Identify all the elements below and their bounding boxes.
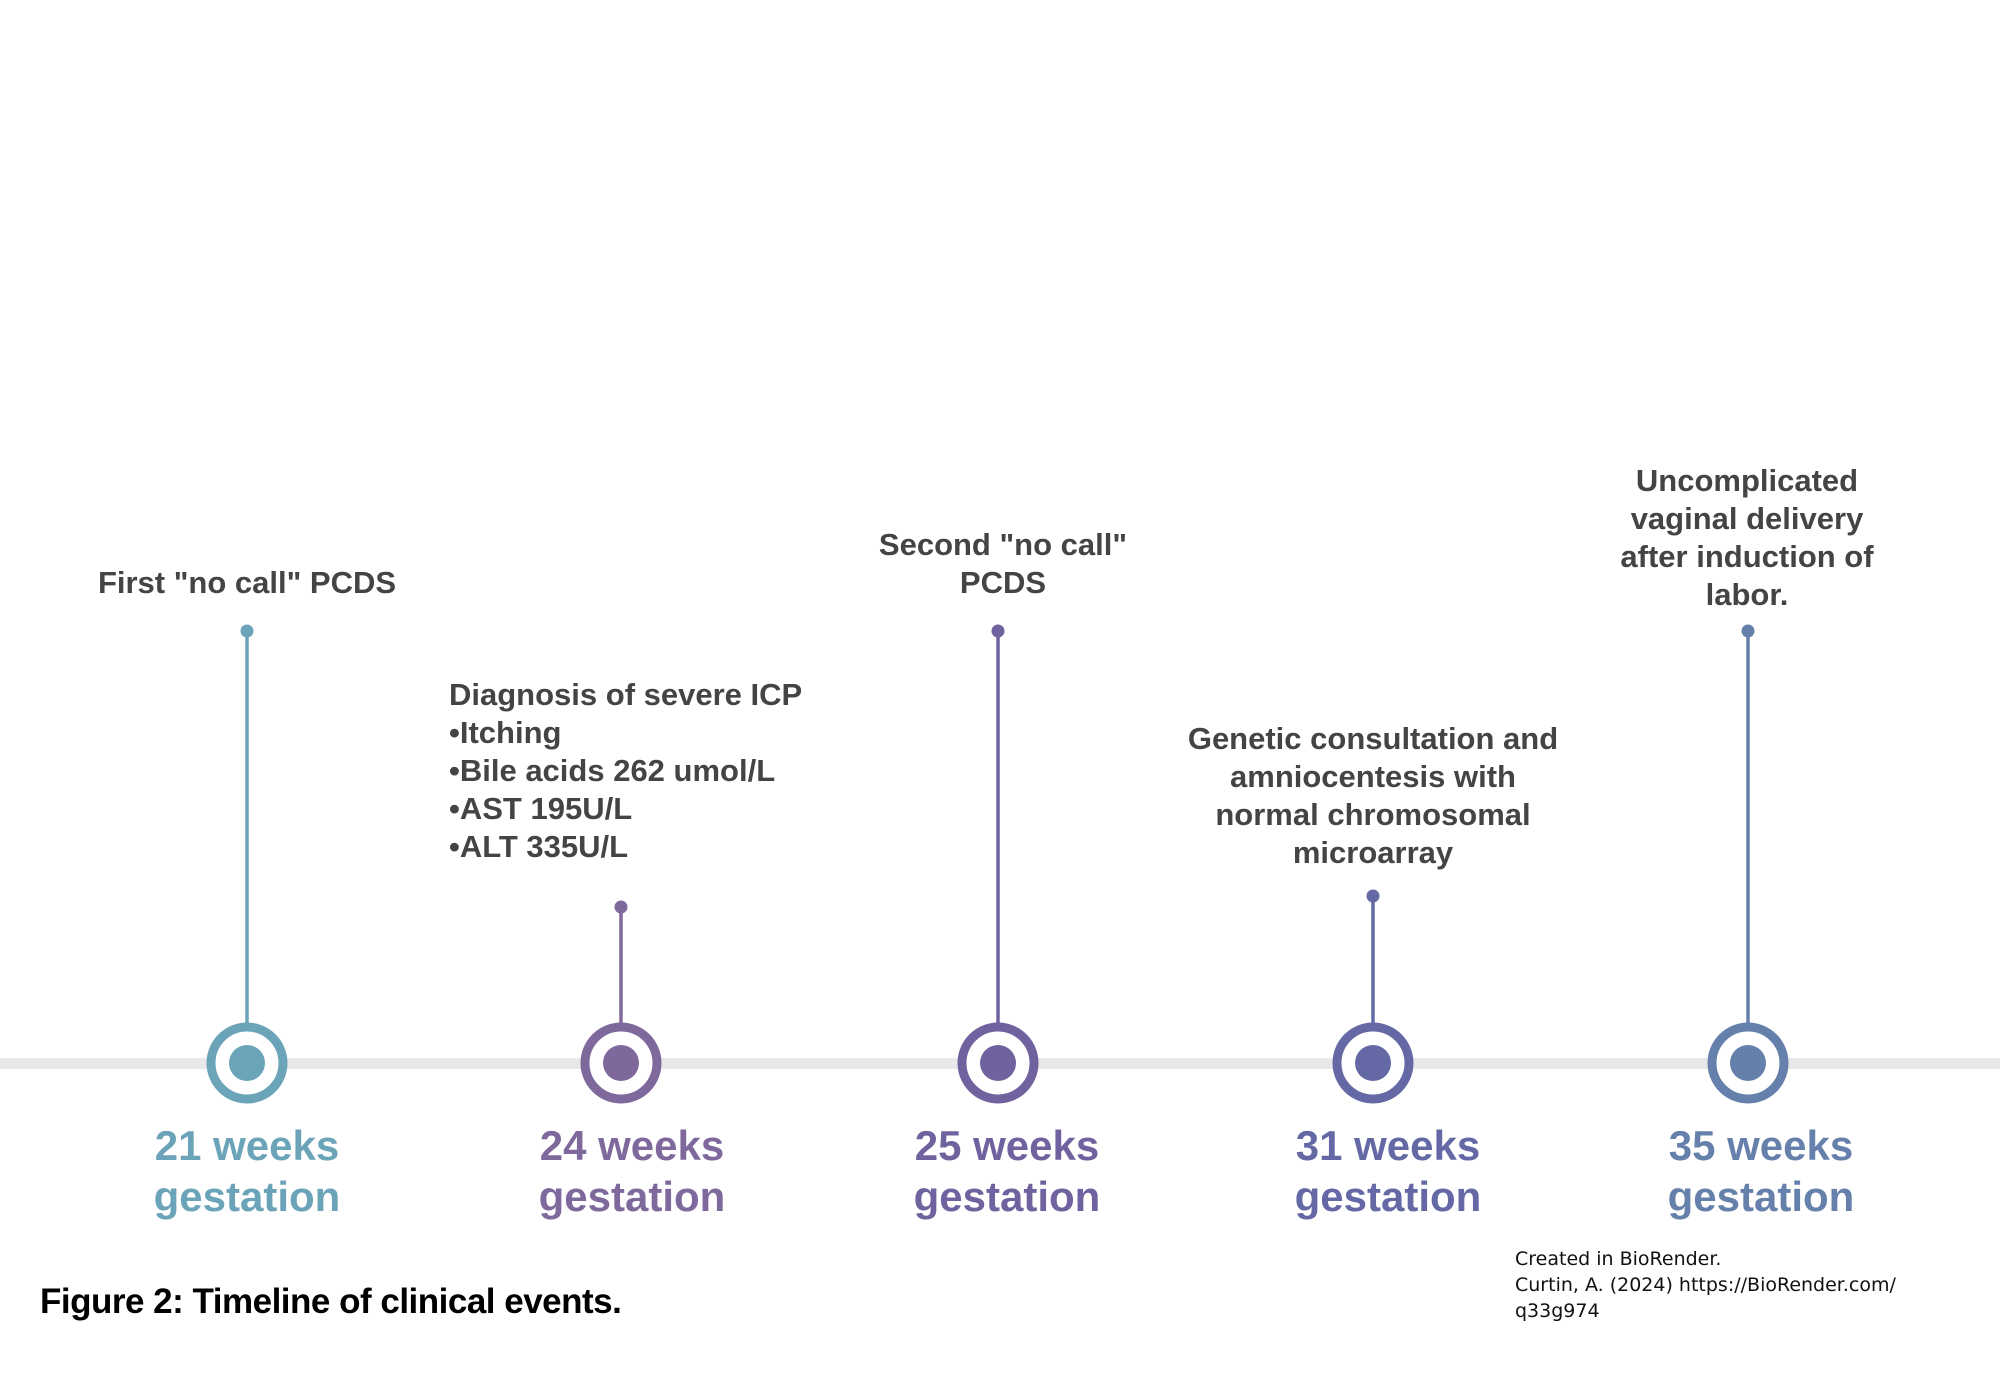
event-center-25-weeks [980,1045,1016,1081]
event-marker-24-weeks [580,900,662,1104]
week-label-25: 25 weeks gestation [877,1120,1137,1222]
event-text-line: labor. [1705,577,1789,612]
week-label-number: 31 weeks [1295,1122,1481,1169]
event-text-line: Second "no call" [878,527,1128,562]
week-label-suffix: gestation [1294,1173,1482,1220]
event-text-line: •AST 195U/L [449,791,633,826]
event-description-25-weeks: Second "no call" PCDS [803,526,1203,602]
week-label-suffix: gestation [913,1173,1101,1220]
event-marker-35-weeks [1707,624,1789,1104]
event-text-line: normal chromosomal [1215,797,1531,832]
event-center-35-weeks [1730,1045,1766,1081]
week-label-number: 25 weeks [914,1122,1100,1169]
week-label-31: 31 weeks gestation [1258,1120,1518,1222]
week-label-number: 21 weeks [154,1122,340,1169]
week-label-number: 35 weeks [1668,1122,1854,1169]
event-center-24-weeks [603,1045,639,1081]
event-text-line: Diagnosis of severe ICP [449,677,803,712]
week-label-suffix: gestation [538,1173,726,1220]
event-description-21-weeks: First "no call" PCDS [47,564,447,602]
event-text-line: •Bile acids 262 umol/L [449,753,776,788]
week-label-suffix: gestation [1667,1173,1855,1220]
figure-caption: Figure 2: Timeline of clinical events. [40,1282,622,1321]
credit-line-1: Created in BioRender. [1515,1248,1722,1270]
event-description-31-weeks: Genetic consultation and amniocentesis w… [1173,720,1573,872]
event-marker-25-weeks [957,624,1039,1104]
event-text-line: vaginal delivery [1630,501,1864,536]
event-description-24-weeks: Diagnosis of severe ICP •Itching •Bile a… [449,676,802,866]
event-stem-dot-24-weeks [614,900,628,914]
event-text-line: Uncomplicated [1635,463,1859,498]
event-text-line: First "no call" PCDS [97,565,397,600]
event-stem-dot-21-weeks [240,624,254,638]
event-text-line: after induction of [1620,539,1874,574]
event-marker-31-weeks [1332,889,1414,1104]
event-center-21-weeks [229,1045,265,1081]
event-text-line: Genetic consultation and [1187,721,1559,756]
event-text-line: amniocentesis with [1230,759,1516,794]
event-stem-dot-25-weeks [991,624,1005,638]
biorender-credit: Created in BioRender. Curtin, A. (2024) … [1515,1246,1896,1324]
event-text-line: •ALT 335U/L [449,829,629,864]
week-label-24: 24 weeks gestation [502,1120,762,1222]
credit-line-3: q33g974 [1515,1300,1600,1322]
event-description-35-weeks: Uncomplicated vaginal delivery after ind… [1547,462,1947,614]
credit-line-2: Curtin, A. (2024) https://BioRender.com/ [1515,1274,1896,1296]
event-stem-dot-31-weeks [1366,889,1380,903]
week-label-number: 24 weeks [539,1122,725,1169]
week-label-suffix: gestation [153,1173,341,1220]
event-text-line: •Itching [449,715,562,750]
week-label-35: 35 weeks gestation [1631,1120,1891,1222]
event-center-31-weeks [1355,1045,1391,1081]
event-stem-dot-35-weeks [1741,624,1755,638]
event-text-line: PCDS [959,565,1047,600]
week-label-21: 21 weeks gestation [117,1120,377,1222]
event-text-line: microarray [1292,835,1454,870]
event-marker-21-weeks [206,624,288,1104]
